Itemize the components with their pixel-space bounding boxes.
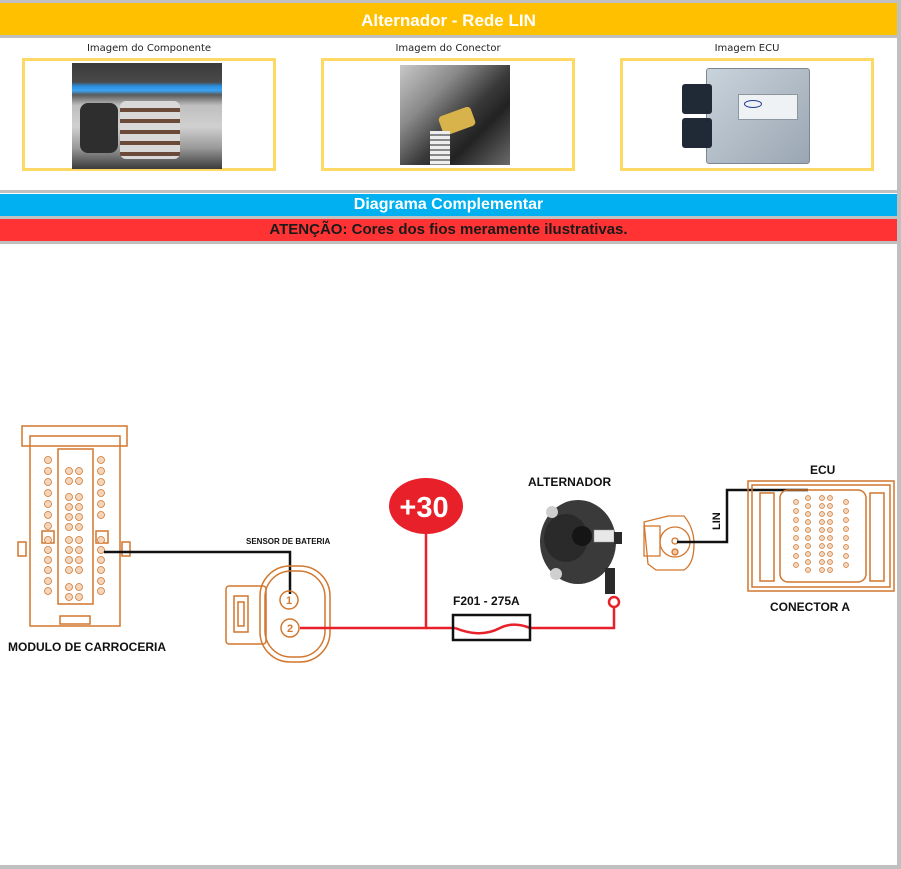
alternator-image[interactable] [540,500,622,594]
battery-sensor-label: SENSOR DE BATERIA [246,537,331,546]
ecu-connector-a[interactable] [747,480,895,592]
connector-photo [400,65,510,165]
lin-wire[interactable] [677,488,808,544]
connector-image-box[interactable] [321,58,575,171]
power-wire-to-alternator[interactable] [530,606,616,630]
ecu-image-label: Imagem ECU [714,43,780,54]
alternator-b-plus-terminal [607,595,621,609]
component-image-box[interactable] [22,58,276,171]
lin-label: LIN [711,512,723,530]
alternator-photo [72,63,222,169]
fuse-f201[interactable] [451,613,532,642]
body-module-label: MODULO DE CARROCERIA [8,640,166,654]
body-module-connector[interactable] [17,425,131,627]
sensor-signal-wire[interactable] [104,550,292,594]
fuse-element [454,623,531,635]
body-module-pins [44,456,105,601]
divider [0,190,897,193]
ecu-label: ECU [810,463,835,477]
plus30-label: +30 [399,492,448,524]
sensor-pin-2: 2 [287,623,293,635]
ecu-connector-label: CONECTOR A [770,600,850,614]
battery-sensor-connector[interactable] [225,565,331,663]
fuse-label: F201 - 275A [453,594,520,608]
wire-color-warning: ATENÇÃO: Cores dos fios meramente ilustr… [0,219,897,241]
wiring-diagram: MODULO DE CARROCERIA SENSOR DE BATERIA 1… [8,425,895,663]
divider [0,216,897,219]
plus30-badge [389,478,463,534]
ecu-photo [678,64,813,168]
sensor-pin-1: 1 [286,595,292,607]
diagram-section-title: Diagrama Complementar [0,194,897,216]
divider [0,241,897,244]
connector-image-label: Imagem do Conector [395,43,501,54]
component-image-label: Imagem do Componente [86,43,212,54]
alternator-label: ALTERNADOR [528,475,611,489]
ecu-image-box[interactable] [620,58,874,171]
page-title: Alternador - Rede LIN [0,3,897,38]
